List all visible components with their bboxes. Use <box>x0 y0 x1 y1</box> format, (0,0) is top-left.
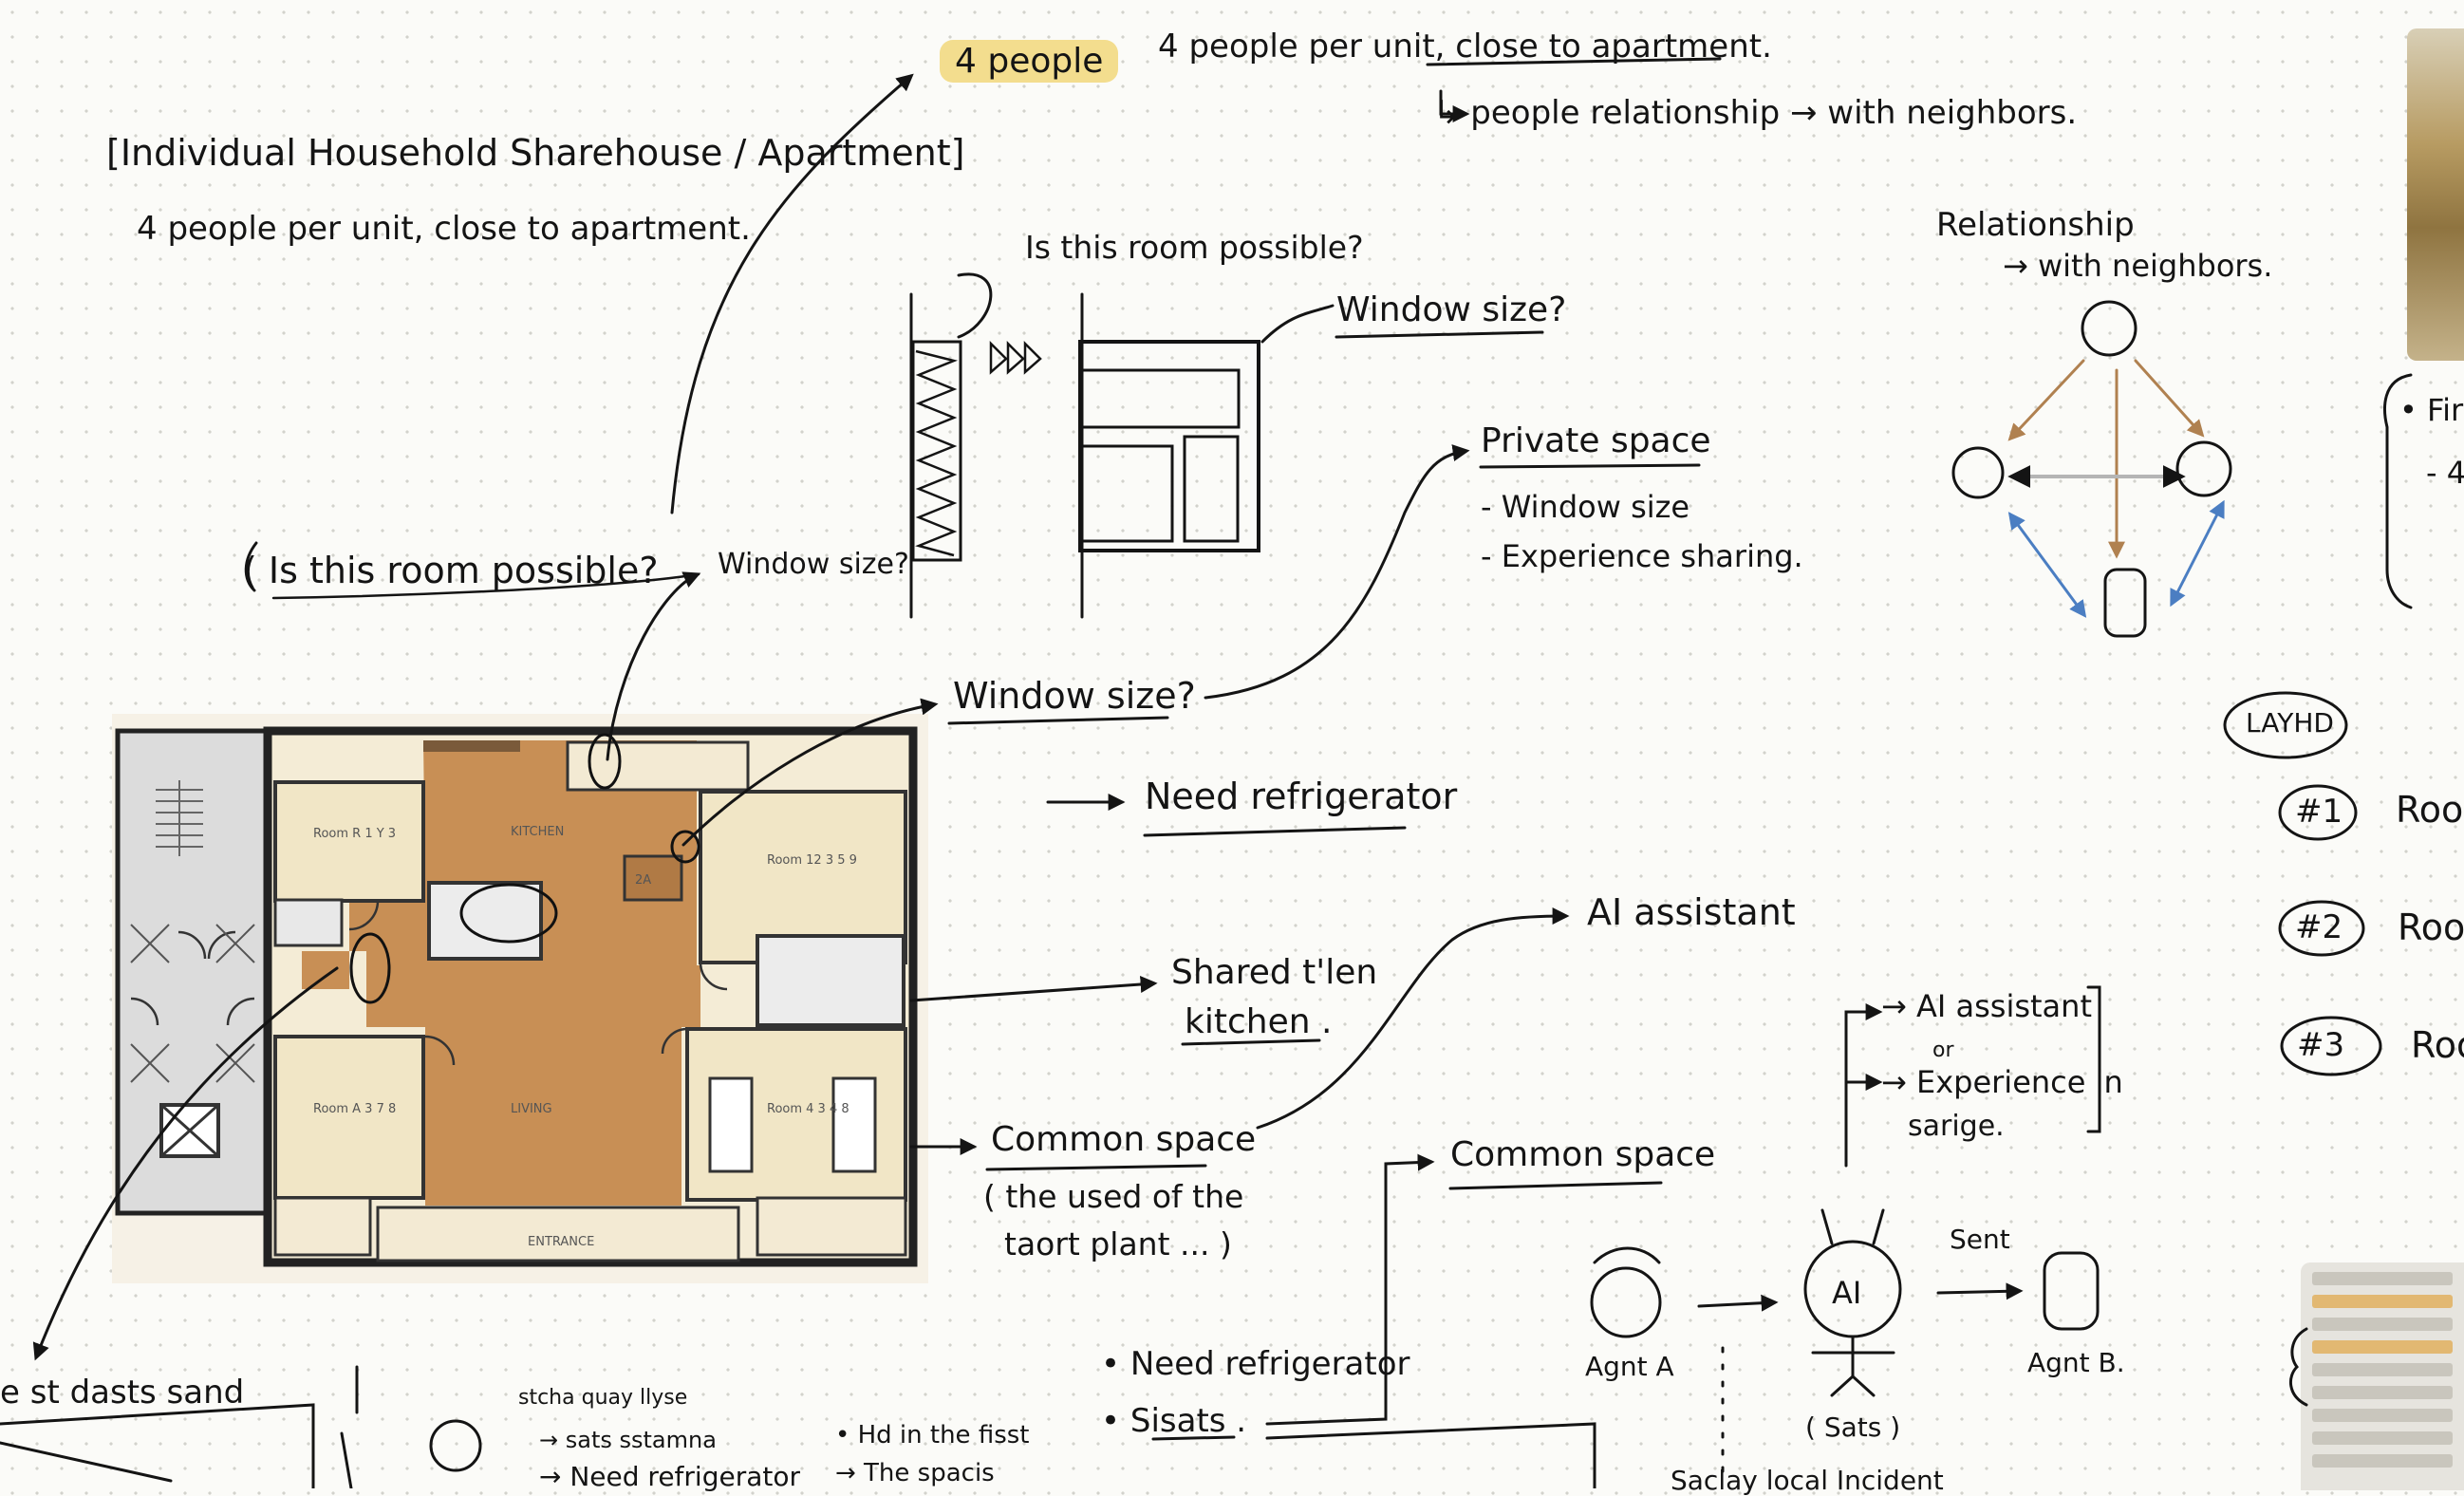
room-label-1: Room <box>2396 789 2464 831</box>
common-space-right: Common space <box>1450 1135 1716 1174</box>
bottom-right-note: Saclay local Incident <box>1671 1465 1944 1496</box>
ai-option-2: → Experience in <box>1881 1064 2123 1100</box>
floorplan-room-label: Room 4 3 4 8 <box>767 1102 849 1116</box>
right-bullet-1: • Fir <box>2399 392 2464 428</box>
ai-caption: ( Sats ) <box>1805 1412 1901 1443</box>
sent-label: Sent <box>1950 1224 2010 1255</box>
page-title: [Individual Household Sharehouse / Apart… <box>106 132 965 174</box>
floorplan-entrance-label: ENTRANCE <box>528 1235 594 1249</box>
private-space-heading: Private space <box>1481 421 1711 460</box>
floorplan-room-label: Room A 3 7 8 <box>313 1102 396 1116</box>
room-number-1: #1 <box>2295 793 2343 831</box>
side-photo <box>2407 28 2464 361</box>
floorplan-kitchen-label: KITCHEN <box>511 825 564 839</box>
bottom-mid-note-1: stcha quay llyse <box>518 1386 688 1410</box>
floor-plan: Room R 1 Y 3 Room 12 3 5 9 Room A 3 7 8 … <box>112 714 928 1287</box>
relationship-sub: → with neighbors. <box>2003 248 2273 284</box>
bottom-mid-note-2: → sats sstamna <box>539 1427 717 1453</box>
window-size-mid: Window size? <box>953 675 1196 717</box>
floorplan-room-label: Room 12 3 5 9 <box>767 853 857 868</box>
need-refrigerator: Need refrigerator <box>1145 776 1458 817</box>
common-space-sub2: taort plant ... ) <box>1004 1225 1232 1262</box>
bullet-need-refrigerator: • Need refrigerator <box>1101 1345 1410 1383</box>
shared-kitchen-line2: kitchen . <box>1185 1002 1333 1041</box>
page-subtitle: 4 people per unit, close to apartment. <box>137 210 751 248</box>
top-note: 4 people per unit, close to apartment. <box>1158 28 1772 65</box>
ai-option-3: sarige. <box>1908 1110 2005 1143</box>
ai-option-1: → AI assistant <box>1881 988 2092 1024</box>
layhd-badge: LAYHD <box>2246 707 2334 739</box>
common-space-left: Common space <box>991 1120 1257 1159</box>
window-size-top: Window size? <box>1336 290 1567 329</box>
private-space-item: - Experience sharing. <box>1481 538 1803 574</box>
room-label-3: Roo <box>2411 1024 2464 1066</box>
ai-assistant-note: AI assistant <box>1587 891 1796 933</box>
relationship-heading: Relationship <box>1936 206 2135 244</box>
window-size-small: Window size? <box>718 548 909 581</box>
is-room-possible-top: Is this room possible? <box>1025 229 1364 266</box>
side-note-card <box>2301 1262 2464 1490</box>
shared-kitchen-line1: Shared t'len <box>1171 953 1378 992</box>
common-space-sub1: ( the used of the <box>983 1178 1244 1215</box>
bottom-mid-note-5: → The spacis <box>835 1459 995 1487</box>
floorplan-center-label: 2A <box>635 873 651 888</box>
ai-option-or: or <box>1932 1038 1954 1062</box>
floorplan-room-label: Room R 1 Y 3 <box>313 827 396 841</box>
four-people-highlight: 4 people <box>940 40 1119 84</box>
room-number-3: #3 <box>2297 1026 2345 1064</box>
private-space-item: - Window size <box>1481 489 1690 525</box>
bottom-mid-note-3: → Need refrigerator <box>539 1461 800 1492</box>
right-bullet-2: - 4 <box>2426 455 2464 491</box>
room-label-2: Room <box>2398 907 2464 948</box>
agent-a-label: Agnt A <box>1585 1351 1674 1382</box>
ai-robot-label: AI <box>1832 1275 1861 1311</box>
room-number-2: #2 <box>2295 908 2343 946</box>
bottom-left-note: e st dasts sand <box>0 1374 245 1412</box>
agent-b-label: Agnt B. <box>2027 1347 2125 1378</box>
is-room-possible-left: ( Is this room possible? <box>243 550 659 591</box>
bottom-mid-note-4: • Hd in the fisst <box>835 1421 1030 1449</box>
bullet-sisats: • Sisats . <box>1101 1402 1247 1440</box>
people-relationship-note: ↳ people relationship → with neighbors. <box>1433 94 2078 132</box>
floorplan-living-label: LIVING <box>511 1102 552 1116</box>
